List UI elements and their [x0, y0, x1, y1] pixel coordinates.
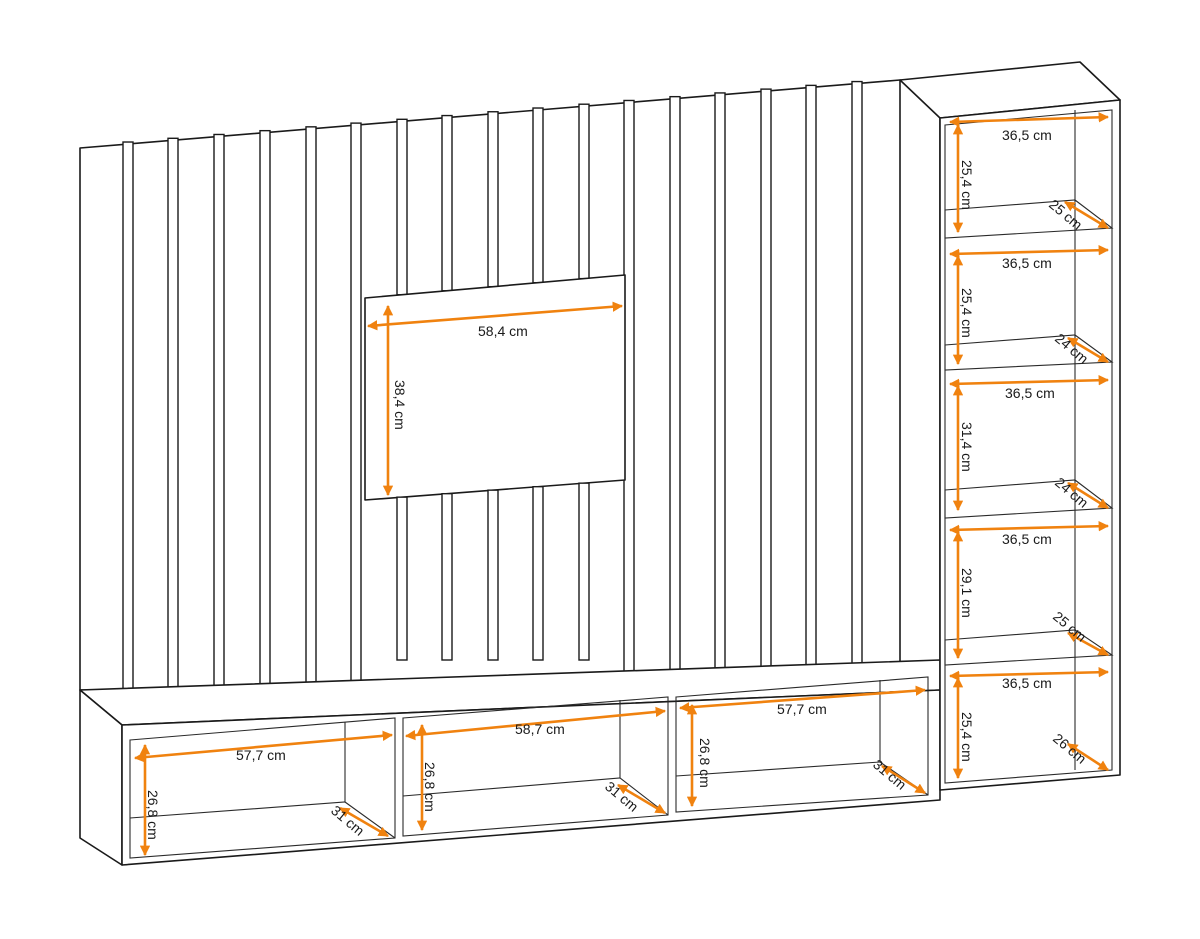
dimension-arrow: [948, 245, 1110, 259]
dimension-arrow: [617, 783, 666, 815]
shelf-5-width-label: 36,5 cm: [1002, 675, 1052, 691]
dimension-arrow: [881, 764, 926, 795]
dimension-arrow: [948, 521, 1110, 535]
shelf-4-width-label: 36,5 cm: [1002, 531, 1052, 547]
wall-slat: [213, 133, 225, 691]
lowboard: [79, 659, 941, 866]
dimension-arrow: [1067, 631, 1109, 657]
dimension-arrow: [1067, 481, 1109, 510]
dimension-arrow: [339, 806, 389, 838]
lowboard-left-height-label: 26,8 cm: [145, 790, 161, 840]
lower-slat: [487, 489, 499, 661]
wall-slat: [578, 103, 590, 280]
dimension-arrow: [404, 706, 667, 741]
dimension-arrow: [1067, 742, 1109, 772]
dimension-arrow: [1067, 336, 1109, 364]
wall-slat: [487, 111, 499, 288]
lower-slat: [578, 482, 590, 661]
tv-lower-slats: [396, 482, 590, 661]
wall-slat: [305, 126, 317, 691]
wall-slat: [350, 122, 362, 691]
lowboard-right-height-label: 26,8 cm: [697, 738, 713, 788]
tv-panel-opening: [364, 274, 626, 661]
dimension-arrow: [948, 375, 1110, 389]
shelf-3-width-label: 36,5 cm: [1005, 385, 1055, 401]
lower-slat: [396, 496, 408, 661]
wall-slat: [532, 107, 544, 284]
lowboard-middle-width-label: 58,7 cm: [515, 721, 565, 737]
lowboard-left-width-label: 57,7 cm: [236, 747, 286, 763]
wall-slat: [122, 141, 134, 691]
wall-slat: [167, 137, 179, 691]
dimension-arrow: [948, 667, 1110, 681]
wall-slat: [669, 95, 681, 691]
dimension-arrow: [948, 112, 1110, 127]
wall-slat: [805, 84, 817, 691]
tv-width-label: 58,4 cm: [478, 323, 528, 339]
dimension-lines: [133, 112, 1110, 857]
wall-slat: [396, 118, 408, 296]
shelf-1-width-label: 36,5 cm: [1002, 127, 1052, 143]
wall-slat: [851, 80, 863, 691]
shelf-1-height-label: 25,4 cm: [959, 160, 975, 210]
shelf-5-height-label: 25,4 cm: [959, 712, 975, 762]
shelf-2-width-label: 36,5 cm: [1002, 255, 1052, 271]
dimension-arrow: [678, 685, 927, 713]
wall-slat: [714, 92, 726, 691]
dimension-arrow: [133, 730, 394, 763]
tv-height-label: 38,4 cm: [392, 380, 408, 430]
wall-slat: [441, 114, 453, 292]
wall-slats: [122, 80, 863, 691]
lowboard-right-width-label: 57,7 cm: [777, 701, 827, 717]
wall-slat: [259, 129, 271, 691]
lowboard-middle-height-label: 26,8 cm: [422, 762, 438, 812]
lower-slat: [441, 492, 453, 661]
wall-slat: [760, 88, 772, 691]
shelf-4-height-label: 29,1 cm: [959, 568, 975, 618]
shelf-3-height-label: 31,4 cm: [959, 422, 975, 472]
shelf-unit: [899, 61, 1121, 791]
dimension-arrow: [1064, 200, 1109, 230]
shelf-2-height-label: 25,4 cm: [959, 288, 975, 338]
lower-slat: [532, 485, 544, 661]
dimension-arrow: [366, 301, 624, 331]
